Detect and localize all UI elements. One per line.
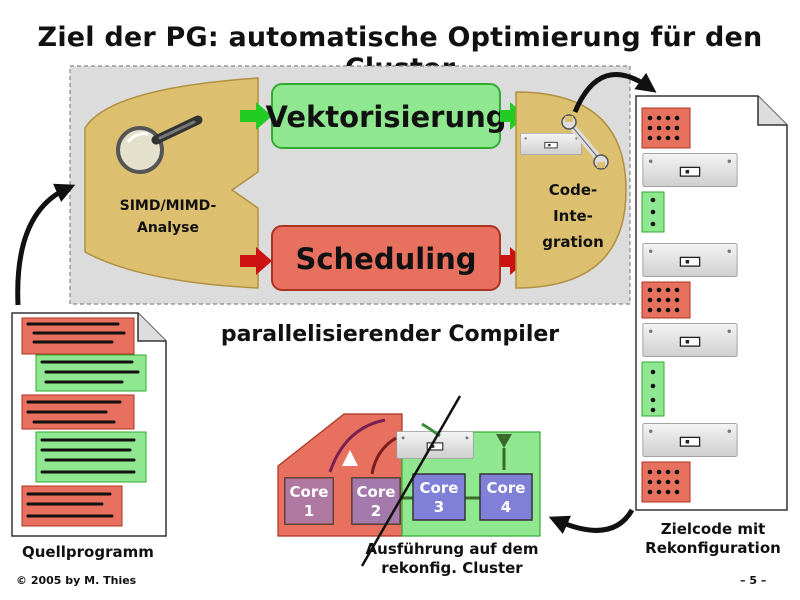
arrow-source-to-compiler [15,183,76,306]
source-document-icon [11,312,167,537]
core-3-name: Core [420,479,459,497]
target-label-line-2: Rekonfiguration [645,539,781,557]
page-number: – 5 – [740,574,767,587]
core-1 [284,477,334,525]
core-4-name: Core [487,479,526,497]
copyright: © 2005 by M. Thies [16,574,137,587]
arrow-to-vectorization [240,102,272,130]
target-label-line-1: Zielcode mit [660,520,766,538]
cluster-drawer-icon [396,430,474,460]
arrow-to-integration-red [500,247,526,275]
integration-label-1: Code- [549,181,597,199]
arrow-target-to-cluster [548,508,635,535]
core-3 [412,473,466,521]
scheduling-label: Scheduling [295,242,476,276]
core-1-name: Core [290,483,329,501]
execution-label: Ausführung auf dem rekonfig. Cluster [352,540,552,578]
execution-label-line-2: rekonfig. Cluster [381,559,523,577]
reconfiguration-divider [360,395,462,567]
drawer-icon [520,132,582,156]
core-1-number: 1 [304,502,314,520]
analysis-label-1: SIMD/MIMD- [120,198,217,214]
cluster: Core 1 Core 2 Core 3 Core 4 [277,395,541,567]
core-2-name: Core [357,483,396,501]
arrow-to-scheduling [240,247,272,275]
target-code-label: Zielcode mit Rekonfiguration [628,520,798,558]
wrench-icon [561,114,609,170]
magnifier-icon [116,115,203,174]
arrow-to-integration-green [500,102,526,130]
core-3-number: 3 [434,498,444,516]
integration-label-2: Inte- [553,207,593,225]
source-program-label: Quellprogramm [22,543,154,561]
target-document-icon [635,95,788,511]
core-4 [479,473,533,521]
analysis-label-2: Analyse [137,220,199,236]
core-2-number: 2 [371,502,381,520]
compiler-label: parallelisierender Compiler [220,322,560,347]
arrow-compiler-to-target [572,72,657,113]
vectorization-label: Vektorisierung [265,100,506,134]
execution-label-line-1: Ausführung auf dem [365,540,539,558]
analysis-block [84,77,259,289]
integration-label-3: gration [542,233,604,251]
core-4-number: 4 [501,498,511,516]
